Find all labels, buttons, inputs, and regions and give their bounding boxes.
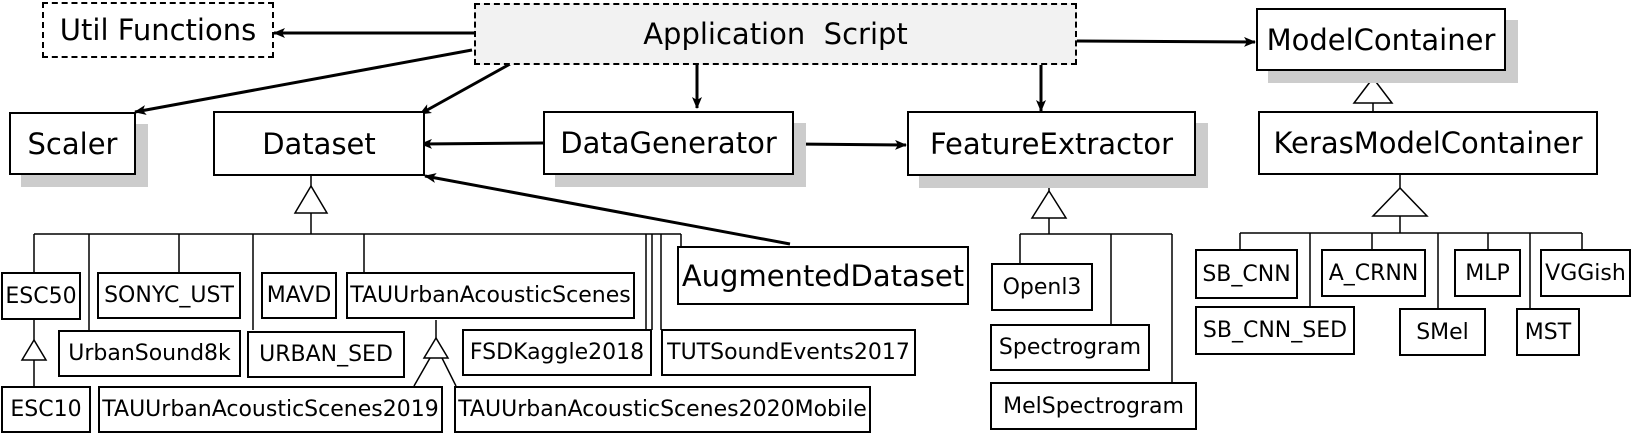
spectrogram-label: Spectrogram (998, 335, 1142, 360)
arrow-augmented-to-dataset (424, 173, 791, 246)
sb-cnn-box: SB_CNN (1195, 249, 1298, 299)
vggish-label: VGGish (1545, 260, 1626, 286)
urban-sed-label: URBAN_SED (259, 342, 393, 367)
sonyc-ust-box: SONYC_UST (97, 272, 241, 319)
vggish-box: VGGish (1540, 249, 1631, 297)
arrow-app-to-dataset (419, 62, 511, 116)
augmented-dataset-label: AugmentedDataset (681, 258, 965, 293)
mst-box: MST (1516, 308, 1580, 356)
application-script-label: Application Script (643, 17, 908, 51)
inheritance-triangle-featureextractor (1030, 189, 1068, 219)
mavd-box: MAVD (261, 272, 337, 319)
a-crnn-label: A_CRNN (1328, 260, 1419, 286)
tut-sound-events-box: TUTSoundEvents2017 (661, 329, 916, 376)
inheritance-triangle-tau (422, 336, 450, 359)
tut-sound-events-label: TUTSoundEvents2017 (667, 340, 910, 365)
sb-cnn-sed-label: SB_CNN_SED (1202, 318, 1348, 343)
dataset-box: Dataset (213, 111, 425, 176)
sb-cnn-label: SB_CNN (1202, 261, 1291, 287)
esc10-box: ESC10 (1, 386, 91, 433)
melspectrogram-label: MelSpectrogram (1003, 393, 1184, 419)
scaler-box: Scaler (9, 112, 136, 175)
kerasmodelcontainer-label: KerasModelContainer (1273, 126, 1583, 160)
datagenerator-box: DataGenerator (543, 111, 794, 175)
tau-2019-label: TAUUrbanAcousticScenes2019 (102, 397, 439, 422)
inheritance-triangle-dataset (293, 184, 329, 214)
urbansound8k-label: UrbanSound8k (68, 341, 231, 366)
arrow-datagenerator-to-dataset (420, 138, 544, 149)
arrow-app-to-modelcontainer (1076, 36, 1256, 47)
tau-urban-label: TAUUrbanAcousticScenes (350, 283, 631, 308)
melspectrogram-box: MelSpectrogram (990, 382, 1197, 430)
util-functions-label: Util Functions (59, 13, 257, 47)
tau-2019-box: TAUUrbanAcousticScenes2019 (98, 386, 443, 433)
modelcontainer-label: ModelContainer (1266, 22, 1496, 57)
openl3-label: Openl3 (1002, 274, 1082, 300)
openl3-box: Openl3 (991, 263, 1093, 311)
inheritance-triangle-modelcontainer (1352, 76, 1394, 104)
dataset-label: Dataset (262, 126, 376, 161)
tau-2020-box: TAUUrbanAcousticScenes2020Mobile (454, 386, 871, 433)
urbansound8k-box: UrbanSound8k (58, 330, 241, 377)
tau-2020-label: TAUUrbanAcousticScenes2020Mobile (458, 397, 867, 422)
augmented-dataset-box: AugmentedDataset (677, 246, 969, 305)
urban-sed-box: URBAN_SED (247, 331, 405, 378)
mlp-label: MLP (1465, 260, 1510, 286)
smel-label: SMel (1416, 319, 1469, 345)
featureextractor-box: FeatureExtractor (907, 111, 1196, 176)
sb-cnn-sed-box: SB_CNN_SED (1195, 306, 1355, 355)
smel-box: SMel (1399, 308, 1486, 356)
inheritance-triangle-esc50 (20, 338, 48, 361)
arrow-app-to-scaler (134, 48, 473, 115)
modelcontainer-box: ModelContainer (1256, 8, 1506, 71)
fsdkaggle2018-label: FSDKaggle2018 (469, 340, 645, 365)
featureextractor-label: FeatureExtractor (929, 126, 1174, 161)
kerasmodelcontainer-box: KerasModelContainer (1258, 111, 1598, 175)
a-crnn-box: A_CRNN (1321, 249, 1426, 297)
arrow-datagenerator-to-featureextractor (792, 139, 907, 150)
scaler-label: Scaler (27, 126, 118, 161)
fsdkaggle2018-box: FSDKaggle2018 (462, 329, 652, 376)
esc50-label: ESC50 (5, 283, 77, 309)
tau-urban-box: TAUUrbanAcousticScenes (346, 272, 635, 319)
inheritance-triangle-kerasmodelcontainer (1371, 186, 1429, 217)
esc10-label: ESC10 (10, 397, 82, 422)
util-functions-box: Util Functions (42, 2, 274, 58)
sonyc-ust-label: SONYC_UST (104, 283, 234, 308)
datagenerator-label: DataGenerator (560, 126, 777, 160)
esc50-box: ESC50 (1, 272, 81, 320)
mst-label: MST (1524, 319, 1572, 345)
mlp-box: MLP (1454, 249, 1521, 297)
mavd-label: MAVD (266, 283, 332, 308)
application-script-box: Application Script (474, 3, 1077, 65)
spectrogram-box: Spectrogram (990, 324, 1150, 371)
